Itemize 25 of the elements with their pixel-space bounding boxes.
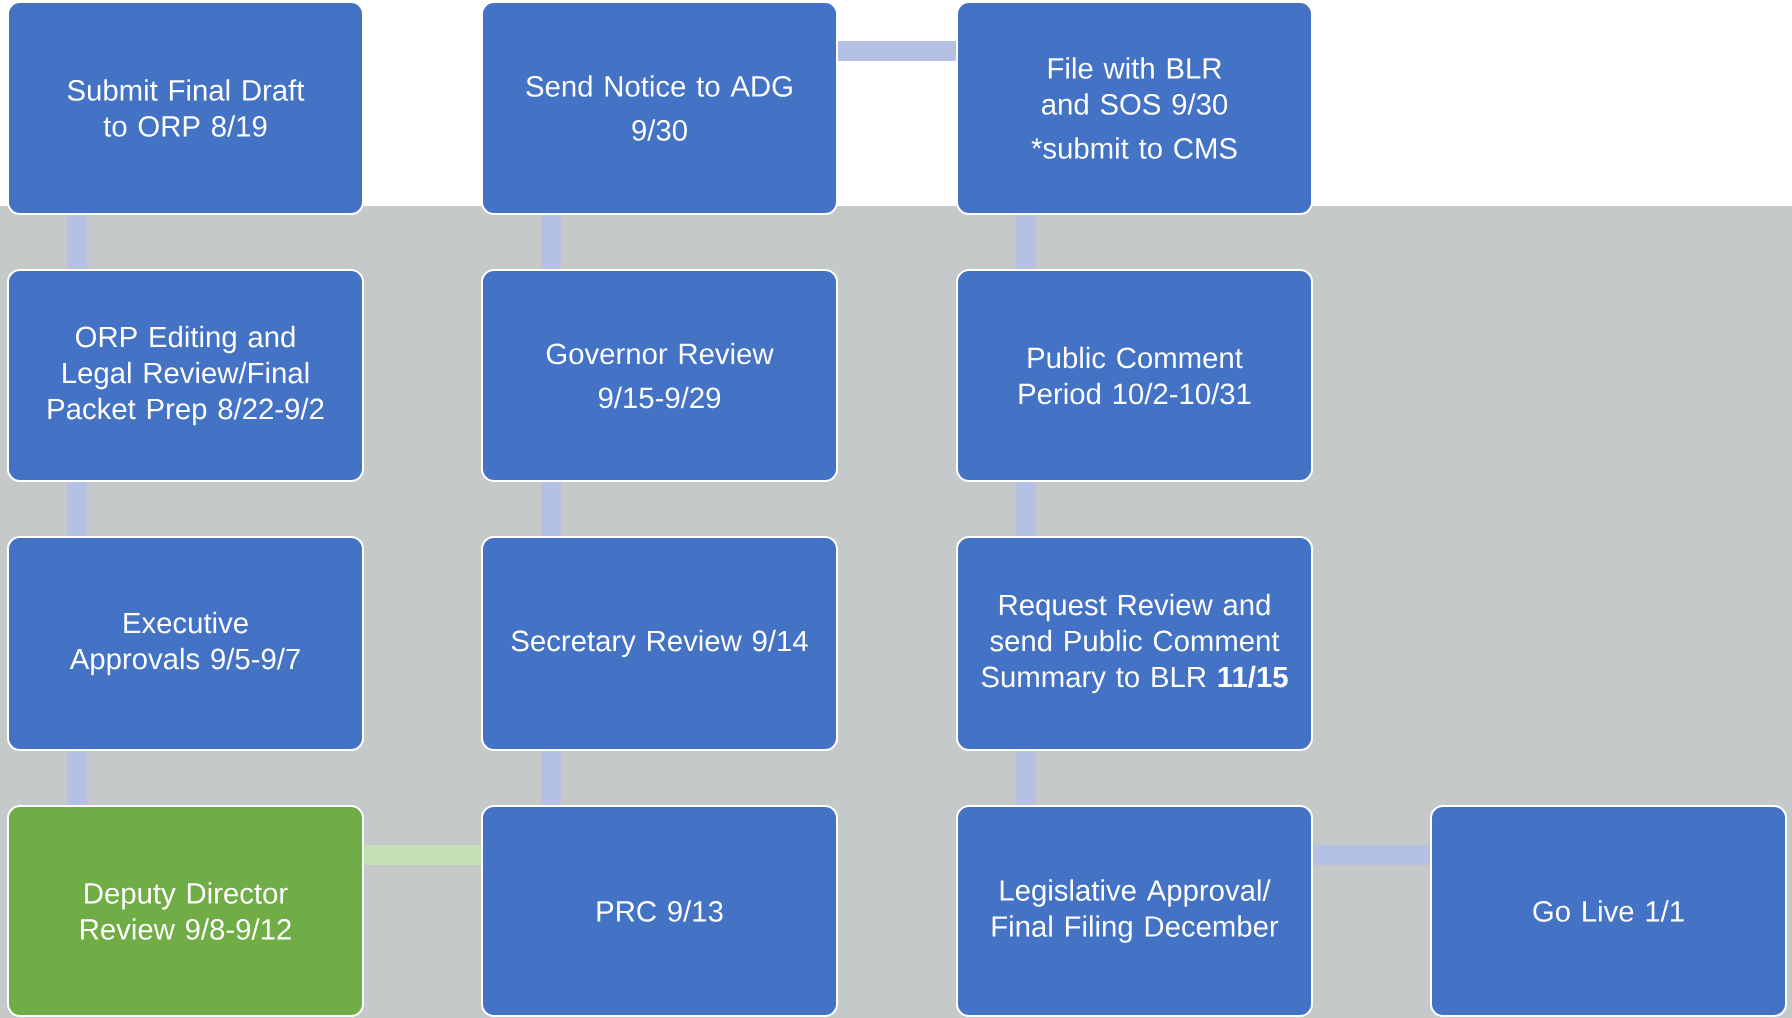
process-box: Legislative Approval/ Final Filing December [956,805,1313,1017]
process-box: File with BLR and SOS 9/30 *submit to CMS [956,1,1313,215]
connector [1016,751,1036,805]
connector [541,215,561,269]
process-box: Governor Review 9/15-9/29 [481,269,838,482]
connector [541,751,561,805]
process-box: Request Review and send Public Comment Summary to BLR 11/15 [956,536,1313,751]
connector [1313,845,1430,865]
connector [67,482,87,536]
connector [364,845,481,865]
process-box: Go Live 1/1 [1430,805,1787,1017]
process-box: PRC 9/13 [481,805,838,1017]
process-box: Secretary Review 9/14 [481,536,838,751]
process-box: Deputy Director Review 9/8-9/12 [7,805,364,1017]
process-box: Send Notice to ADG 9/30 [481,1,838,215]
process-box: Executive Approvals 9/5-9/7 [7,536,364,751]
connector [67,215,87,269]
connector [1016,482,1036,536]
connector [1016,215,1036,269]
process-box: Public Comment Period 10/2-10/31 [956,269,1313,482]
process-box: ORP Editing and Legal Review/Final Packet Prep 8/22-9/2 [7,269,364,482]
connector [67,751,87,805]
connector [838,41,956,61]
process-box: Submit Final Draft to ORP 8/19 [7,1,364,215]
connector [541,482,561,536]
